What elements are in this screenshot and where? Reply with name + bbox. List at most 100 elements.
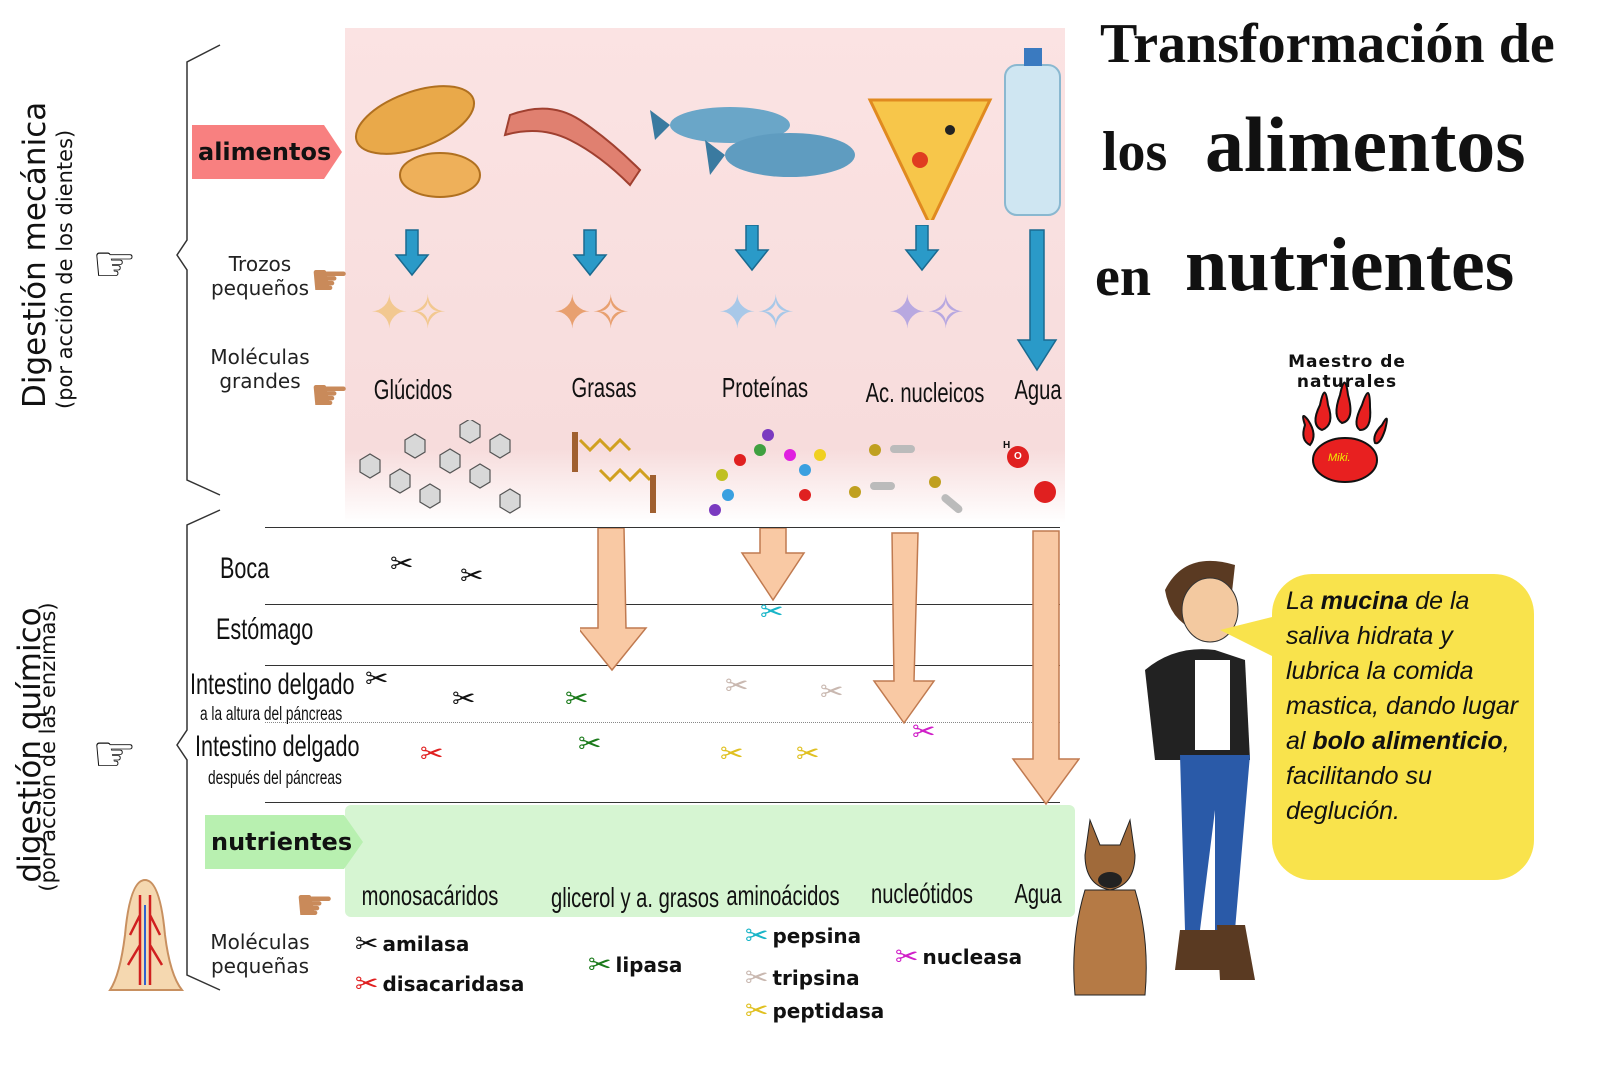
scissors-icon: ✂ <box>355 967 379 1000</box>
lipase-scissors-icon: ✂ <box>565 683 589 714</box>
stage-mouth: Boca <box>220 552 270 585</box>
column-nucleic-acids: Ac. nucleicos <box>865 377 985 408</box>
nuclease-scissors-icon: ✂ <box>912 716 936 747</box>
bread-icon <box>354 85 481 198</box>
logo-signature: Miki. <box>1328 452 1351 464</box>
enzyme-label: tripsina <box>772 966 860 990</box>
lipase-scissors-icon: ✂ <box>578 728 602 759</box>
enzyme-label: lipasa <box>615 953 683 977</box>
enzyme-disaccharidase: ✂disacaridasa <box>355 970 524 998</box>
food-illustrations <box>354 48 1061 220</box>
enzyme-peptidase: ✂peptidasa <box>745 997 884 1025</box>
pointing-hand-icon: ☞ <box>92 236 137 292</box>
title-en: en <box>1095 246 1151 308</box>
water-molecule-h: H <box>1003 440 1011 451</box>
food-fragments-icon: ✦✧ <box>888 286 966 338</box>
pointing-hand-icon: ☞ <box>92 726 137 782</box>
foods-tag: alimentos <box>192 125 342 179</box>
cartoon-character <box>1145 560 1255 980</box>
food-fragments-icon: ✦✧ <box>553 286 631 338</box>
food-fragments-icon: ✦✧ <box>718 286 796 338</box>
large-molecules <box>359 420 1056 516</box>
divider <box>265 527 1060 528</box>
enzyme-label: amilasa <box>382 932 470 956</box>
enzyme-label: disacaridasa <box>382 972 525 996</box>
column-water: Agua <box>1014 374 1062 405</box>
scissors-icon: ✂ <box>355 927 379 960</box>
trypsin-scissors-icon: ✂ <box>820 676 844 707</box>
speech-text: , facilitando su deglución. <box>1286 727 1510 825</box>
water-molecule-o: O <box>1014 451 1022 462</box>
intestinal-villus-icon <box>108 878 185 991</box>
enzyme-amylase: ✂amilasa <box>355 930 469 958</box>
stage-sub-label: después del páncreas <box>208 768 342 789</box>
disaccharidase-scissors-icon: ✂ <box>420 738 444 769</box>
scissors-icon: ✂ <box>745 919 769 952</box>
chemical-subtitle: (por acción de las enzimas) <box>36 602 60 892</box>
title-line-1: Transformación de <box>1100 13 1555 75</box>
pointing-hand-icon: ☛ <box>295 881 335 930</box>
enzyme-pepsin: ✂pepsina <box>745 922 861 950</box>
nutrient-amino-acids: aminoácidos <box>726 880 840 911</box>
peptidase-scissors-icon: ✂ <box>796 738 820 769</box>
nutrients-tag: nutrientes <box>205 815 363 869</box>
stage-small-intestine-pancreas: Intestino delgado <box>190 668 355 701</box>
enzyme-label: peptidasa <box>772 999 885 1023</box>
paw-logo-icon <box>1302 381 1388 483</box>
enzyme-lipase: ✂lipasa <box>588 951 682 979</box>
fish-icon <box>650 107 855 177</box>
water-bottle-icon <box>1004 48 1061 216</box>
blue-arrows <box>394 225 1058 372</box>
divider <box>265 604 1060 605</box>
stage-sub-label: a la altura del páncreas <box>200 704 343 725</box>
dog-illustration <box>1073 818 1147 996</box>
enzyme-trypsin: ✂tripsina <box>745 964 860 992</box>
speech-bubble-tail <box>1220 615 1280 660</box>
title-los: los <box>1102 121 1168 183</box>
amylase-scissors-icon: ✂ <box>452 683 476 714</box>
column-carbohydrates: Glúcidos <box>373 374 453 405</box>
speech-bold-bolo: bolo alimenticio <box>1312 727 1503 755</box>
divider <box>265 802 1060 803</box>
divider <box>265 665 1060 666</box>
pizza-icon <box>867 98 993 220</box>
braces <box>176 44 221 991</box>
amylase-scissors-icon: ✂ <box>460 560 484 591</box>
scissors-icon: ✂ <box>745 961 769 994</box>
divider-dotted <box>265 722 1060 723</box>
pepsin-scissors-icon: ✂ <box>760 596 784 627</box>
scissors-icon: ✂ <box>588 948 612 981</box>
speech-bubble: La mucina de la saliva hidrata y lubrica… <box>1272 574 1534 880</box>
nutrients-area <box>345 805 1075 917</box>
nutrient-water: Agua <box>1014 878 1062 909</box>
amylase-scissors-icon: ✂ <box>390 548 414 579</box>
peach-arrows <box>580 528 1080 806</box>
scissors-icon: ✂ <box>895 940 919 973</box>
stage-small-intestine-after: Intestino delgado <box>195 730 360 763</box>
amylase-scissors-icon: ✂ <box>365 663 389 694</box>
large-molecules-label: Moléculas grandes <box>210 345 310 393</box>
peptidase-scissors-icon: ✂ <box>720 738 744 769</box>
small-molecules-label: Moléculas pequeñas <box>210 930 310 978</box>
speech-bold-mucina: mucina <box>1320 587 1409 615</box>
column-fats: Grasas <box>571 372 637 403</box>
title-nutrientes: nutrientes <box>1185 223 1515 307</box>
logo-text: Maestro de naturales <box>1288 352 1406 392</box>
speech-text: La <box>1286 587 1321 615</box>
food-fragments-icon: ✦✧ <box>370 286 448 338</box>
enzyme-nuclease: ✂nucleasa <box>895 943 1022 971</box>
small-pieces-label: Trozos pequeños <box>210 252 309 300</box>
mechanical-title: Digestión mecánica <box>17 101 53 408</box>
bacon-icon <box>503 107 642 187</box>
title-alimentos: alimentos <box>1205 101 1526 188</box>
nutrient-nucleotides: nucleótidos <box>871 878 973 909</box>
stage-stomach: Estómago <box>216 613 314 646</box>
speech-text: de la saliva hidrata y lubrica la comida… <box>1286 587 1519 755</box>
nutrient-glycerol-fatty-acids: glicerol y a. grasos <box>551 882 720 913</box>
pointing-hand-icon: ☛ <box>310 256 350 305</box>
pointing-hand-icon: ☛ <box>310 371 350 420</box>
enzyme-label: pepsina <box>772 924 862 948</box>
scissors-icon: ✂ <box>745 994 769 1027</box>
nutrient-monosaccharides: monosacáridos <box>361 880 499 911</box>
mechanical-subtitle: (por acción de los dientes) <box>53 129 77 409</box>
